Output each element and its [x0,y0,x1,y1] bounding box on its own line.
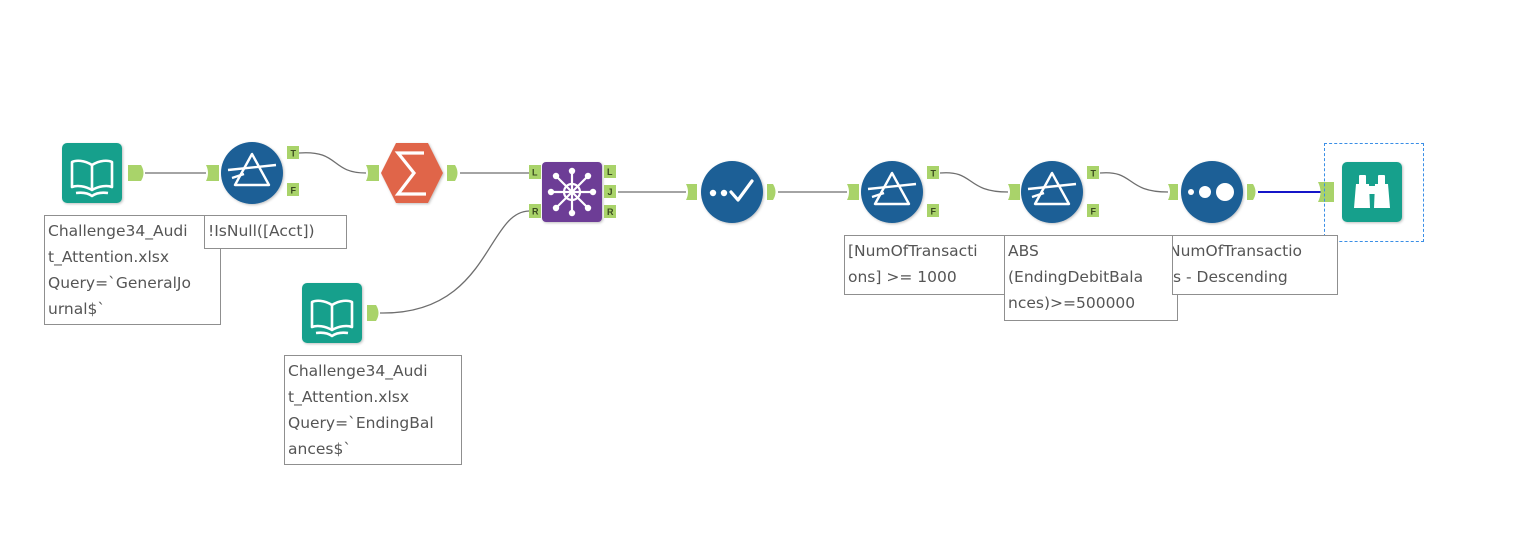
false-anchor[interactable] [1087,204,1099,217]
filter-funnel-icon [227,152,277,187]
true-anchor-label: T [291,149,297,159]
input-anchor[interactable] [206,165,219,181]
right-anchor-label: R [532,207,539,217]
left-anchor[interactable] [529,165,541,179]
false-anchor[interactable] [927,204,939,217]
sort-annotation: NumOfTransactio s - Descending [1172,235,1338,295]
output-anchor[interactable] [767,184,776,200]
output-anchor[interactable] [128,165,144,181]
left-anchor-label: L [532,168,538,178]
join-output-anchor[interactable] [604,185,616,198]
true-anchor[interactable] [1087,166,1099,179]
connection-filter1-summarize[interactable] [298,152,367,174]
false-anchor-label: F [931,207,937,217]
input-data-tool-general-journal[interactable] [62,143,144,203]
right-output-anchor[interactable] [604,205,616,218]
input-anchor[interactable] [1008,184,1020,200]
binoculars-icon [1354,175,1390,208]
output-anchor[interactable] [1247,184,1256,200]
input-anchor[interactable] [847,184,859,200]
false-anchor-label: F [291,186,297,196]
input-anchor[interactable] [1168,184,1178,200]
filter1-annotation: !IsNull([Acct]) [204,215,347,249]
input-anchor[interactable] [1318,182,1334,202]
true-anchor[interactable] [287,146,299,159]
sort-dots-icon [1188,183,1234,201]
input1-annotation: Challenge34_Audi t_Attention.xlsx Query=… [44,215,221,325]
true-anchor-label: T [931,169,937,179]
join-nodes-dots [547,167,597,217]
connection-input2-join[interactable] [379,210,530,314]
filter-funnel-icon [867,171,917,206]
input-anchor[interactable] [366,165,379,181]
connections [145,152,1322,314]
join-output-label: J [608,187,613,197]
browse-tool-selection [1324,143,1424,242]
sort-tool[interactable] [1168,161,1256,223]
right-anchor[interactable] [529,204,541,218]
left-output-anchor[interactable] [604,165,616,178]
filter-funnel-icon [1027,171,1077,206]
checkmark-dots-icon [709,179,754,202]
filter3-annotation: ABS (EndingDebitBala nces)>=500000 [1004,235,1178,321]
right-output-label: R [607,207,614,217]
summarize-tool[interactable] [366,143,458,203]
connection-filter3-sort[interactable] [1099,172,1169,193]
filter2-annotation: [NumOfTransacti ons] >= 1000 [844,235,1010,295]
false-anchor[interactable] [287,183,299,196]
filter-tool-1[interactable]: T F [206,142,299,204]
sigma-icon [394,151,426,196]
true-anchor[interactable] [927,166,939,179]
browse-tool[interactable] [1318,162,1402,222]
connection-filter2-filter3[interactable] [939,172,1009,193]
output-anchor[interactable] [447,165,458,181]
input2-annotation: Challenge34_Audi t_Attention.xlsx Query=… [284,355,462,465]
output-anchor[interactable] [367,305,379,321]
false-anchor-label: F [1091,207,1097,217]
book-icon [310,299,354,338]
filter-tool-2[interactable]: T F [847,161,939,223]
book-icon [70,159,114,198]
select-tool[interactable] [686,161,776,223]
join-tool[interactable]: L R L J R [529,162,616,222]
input-anchor[interactable] [686,184,697,200]
filter-tool-3[interactable]: T F [1008,161,1099,223]
input-data-tool-ending-balances[interactable] [302,283,379,343]
true-anchor-label: T [1091,169,1097,179]
join-nodes-icon [552,172,592,212]
left-output-label: L [607,167,613,177]
